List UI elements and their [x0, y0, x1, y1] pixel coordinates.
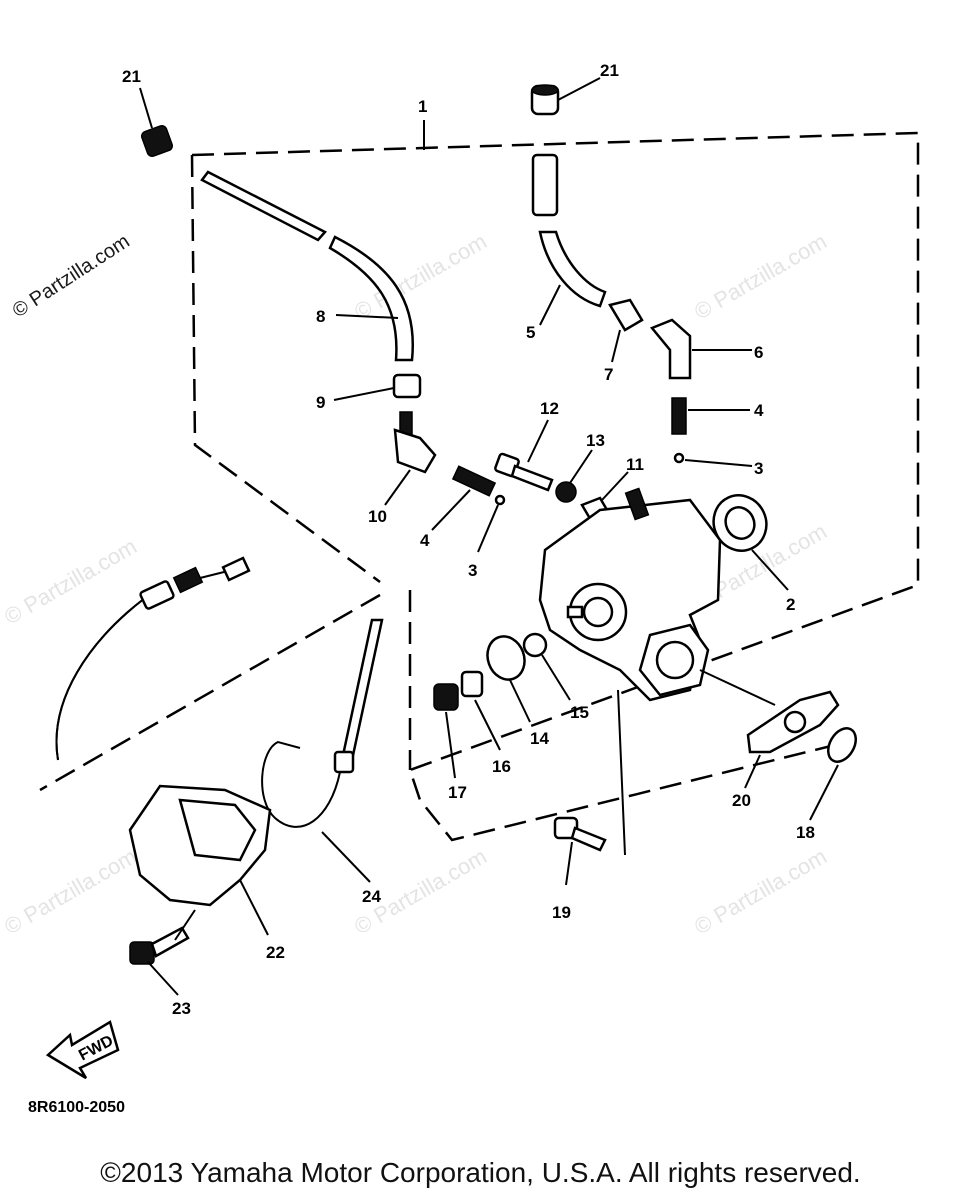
part-labels: 21 21 1 8 9 10 5 7 6 4 3 12 13 11 4 3 2 … — [122, 61, 815, 1018]
watermark-3: © Partzilla.com — [0, 534, 141, 630]
assembly-outline-left — [39, 593, 381, 792]
washer-13 — [555, 481, 577, 503]
spring-4-left — [451, 465, 497, 497]
fitting-10 — [393, 428, 437, 474]
assembly-outline — [190, 131, 920, 842]
label-22: 22 — [266, 943, 285, 962]
cover-22 — [128, 784, 272, 907]
bolt-12 — [494, 452, 554, 492]
label-24: 24 — [362, 887, 381, 906]
washer-16 — [460, 670, 484, 698]
label-17: 17 — [448, 783, 467, 802]
label-18: 18 — [796, 823, 815, 842]
label-16: 16 — [492, 757, 511, 776]
watermark-7: © Partzilla.com — [690, 844, 831, 940]
label-23: 23 — [172, 999, 191, 1018]
label-5: 5 — [526, 323, 535, 342]
watermark-2: © Partzilla.com — [690, 229, 831, 325]
cap-21-right — [530, 84, 560, 116]
label-19: 19 — [552, 903, 571, 922]
cable-24 — [261, 618, 384, 828]
hose-5 — [531, 153, 607, 308]
label-4-left: 4 — [420, 531, 430, 550]
label-4-right: 4 — [754, 401, 764, 420]
label-8: 8 — [316, 307, 325, 326]
label-3-left: 3 — [468, 561, 477, 580]
plate-14 — [486, 635, 526, 681]
label-1: 1 — [418, 97, 427, 116]
label-20: 20 — [732, 791, 751, 810]
label-9: 9 — [316, 393, 325, 412]
cable-assembly — [55, 556, 251, 761]
ball-3-left — [494, 494, 506, 506]
clamp-9 — [392, 373, 422, 399]
drawing-code: 8R6100-2050 — [28, 1099, 125, 1116]
label-13: 13 — [586, 431, 605, 450]
oil-pump-body — [538, 487, 722, 702]
label-3-right: 3 — [754, 459, 763, 478]
ball-3-right — [673, 452, 685, 464]
washer-15 — [522, 632, 548, 658]
seal-18 — [827, 727, 857, 763]
fitting-7 — [608, 298, 644, 332]
label-11: 11 — [626, 455, 644, 474]
hose-8 — [200, 170, 415, 362]
elbow-6 — [649, 318, 692, 380]
label-12: 12 — [540, 399, 559, 418]
label-2: 2 — [786, 595, 795, 614]
watermark-5: © Partzilla.com — [0, 844, 141, 940]
leader-pump-to-20 — [699, 669, 776, 706]
label-7: 7 — [604, 365, 613, 384]
front-direction-arrow-icon: FWD — [45, 1020, 120, 1080]
label-21-left: 21 — [122, 67, 141, 86]
oil-seal-2 — [712, 494, 768, 552]
spring-4-right — [671, 397, 687, 435]
leader-pump-to-19 — [617, 689, 626, 856]
nut-17 — [433, 683, 459, 711]
label-15: 15 — [570, 703, 589, 722]
copyright-notice: ©2013 Yamaha Motor Corporation, U.S.A. A… — [100, 1157, 861, 1188]
cap-21-left — [140, 124, 174, 158]
label-10: 10 — [368, 507, 387, 526]
label-6: 6 — [754, 343, 763, 362]
label-14: 14 — [530, 729, 549, 748]
bolt-19 — [553, 816, 607, 852]
label-21-right: 21 — [600, 61, 619, 80]
watermark-main: © Partzilla.com — [9, 230, 134, 322]
